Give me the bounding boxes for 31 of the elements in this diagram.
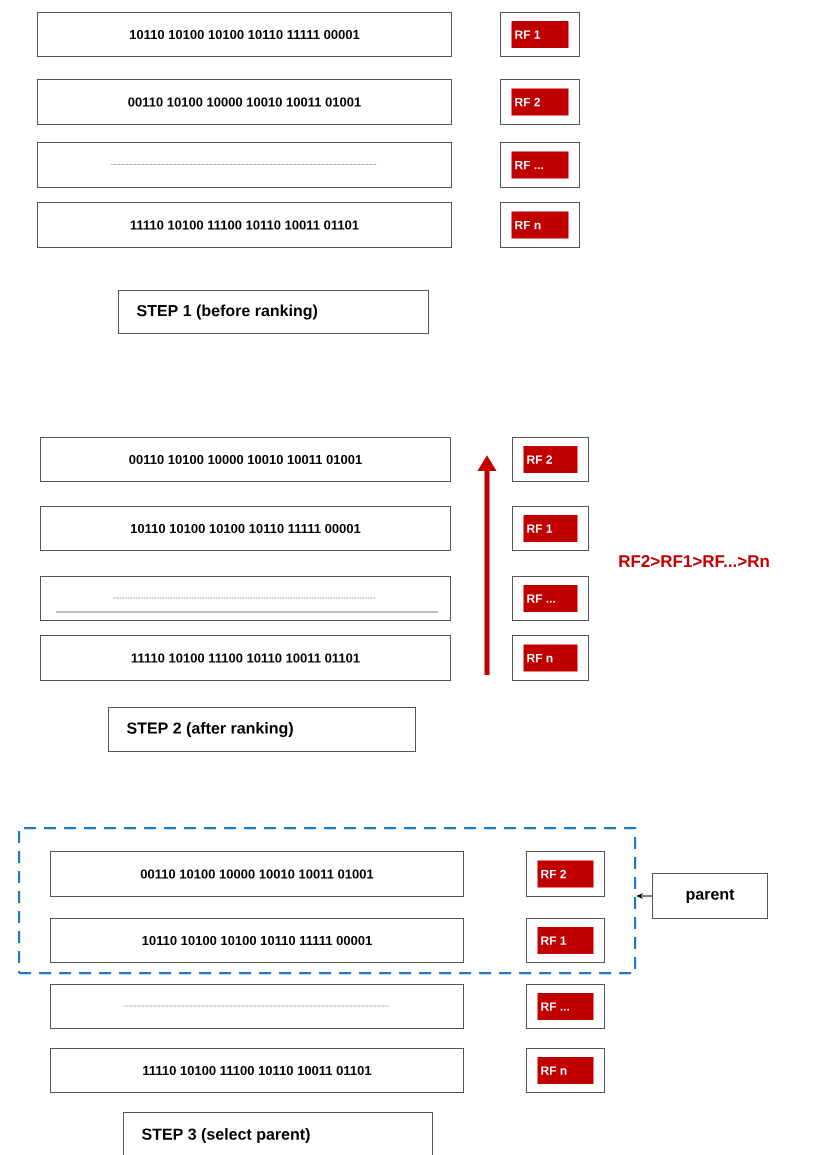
step-label-box: STEP 2 (after ranking) — [108, 707, 416, 752]
chromosome-box: 11110 10100 11100 10110 10011 01101 — [40, 635, 451, 681]
fitness-badge: RF n — [526, 1048, 605, 1093]
fitness-badge: RF 1 — [512, 506, 589, 551]
chromosome-box: 11110 10100 11100 10110 10011 01101 — [37, 202, 452, 248]
fitness-badge: RF n — [500, 202, 580, 248]
fitness-badge: RF 2 — [512, 437, 589, 482]
dashed-group-box — [18, 827, 637, 975]
fitness-badge: RF 2 — [500, 79, 580, 125]
chromosome-box: 10110 10100 10100 10110 11111 00001 — [40, 506, 451, 551]
chromosome-box: 00110 10100 10000 10010 10011 01001 — [50, 851, 464, 897]
ranking-order-label: RF2>RF1>RF...>Rn — [619, 555, 769, 567]
fitness-badge: RF ... — [526, 984, 605, 1029]
chromosome-box: 10110 10100 10100 10110 11111 00001 — [37, 12, 452, 57]
chromosome-box: 10110 10100 10100 10110 11111 00001 — [50, 918, 464, 963]
step-label-box: STEP 1 (before ranking) — [118, 290, 429, 334]
chromosome-box: 11110 10100 11100 10110 10011 01101 — [50, 1048, 464, 1093]
chromosome-box: 00110 10100 10000 10010 10011 01001 — [37, 79, 452, 125]
arrow — [637, 893, 653, 899]
chromosome-box: 00110 10100 10000 10010 10011 01001 — [40, 437, 451, 482]
chromosome-box — [40, 576, 451, 621]
fitness-badge: RF ... — [512, 576, 589, 621]
step-label-box: STEP 3 (select parent) — [123, 1112, 433, 1155]
fitness-badge: RF ... — [500, 142, 580, 188]
chromosome-box — [37, 142, 452, 188]
fitness-badge: RF 1 — [500, 12, 580, 57]
chromosome-box — [50, 984, 464, 1029]
parent-label-box: parent — [652, 873, 768, 919]
fitness-badge: RF 1 — [526, 918, 605, 963]
fitness-badge: RF 2 — [526, 851, 605, 897]
fitness-badge: RF n — [512, 635, 589, 681]
